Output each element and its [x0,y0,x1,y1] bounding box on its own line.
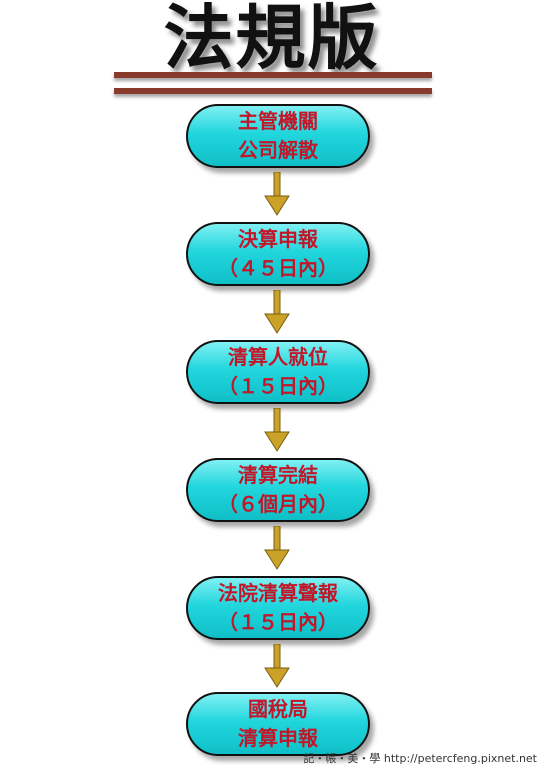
step-4-line2: （６個月內） [218,492,338,516]
title-rule-top [114,72,432,78]
step-box-5: 法院清算聲報 （１５日內） [186,576,370,640]
step-box-4: 清算完結 （６個月內） [186,458,370,522]
step-box-1: 主管機關 公司解散 [186,104,370,168]
down-arrow-icon [264,172,290,216]
step-1-line2: 公司解散 [238,138,318,162]
page-title: 法規版 [163,0,380,79]
step-1-line1: 主管機關 [238,109,318,133]
step-6-line1: 國稅局 [248,697,308,721]
step-5-line2: （１５日內） [218,610,338,634]
step-box-3: 清算人就位 （１５日內） [186,340,370,404]
step-2-line1: 決算申報 [238,227,318,251]
step-box-2: 決算申報 （４５日內） [186,222,370,286]
down-arrow-icon [264,644,290,688]
step-3-line1: 清算人就位 [228,345,328,369]
down-arrow-icon [264,290,290,334]
step-5-line1: 法院清算聲報 [218,581,338,605]
down-arrow-icon [264,526,290,570]
step-box-6: 國稅局 清算申報 [186,692,370,756]
step-4-line1: 清算完結 [238,463,318,487]
step-3-line2: （１５日內） [218,374,338,398]
step-6-line2: 清算申報 [238,726,318,750]
title-rule-bottom [114,88,432,94]
down-arrow-icon [264,408,290,452]
watermark-text: 記・帳・美・學 http://petercfeng.pixnet.net [303,752,537,765]
step-2-line2: （４５日內） [218,256,338,280]
